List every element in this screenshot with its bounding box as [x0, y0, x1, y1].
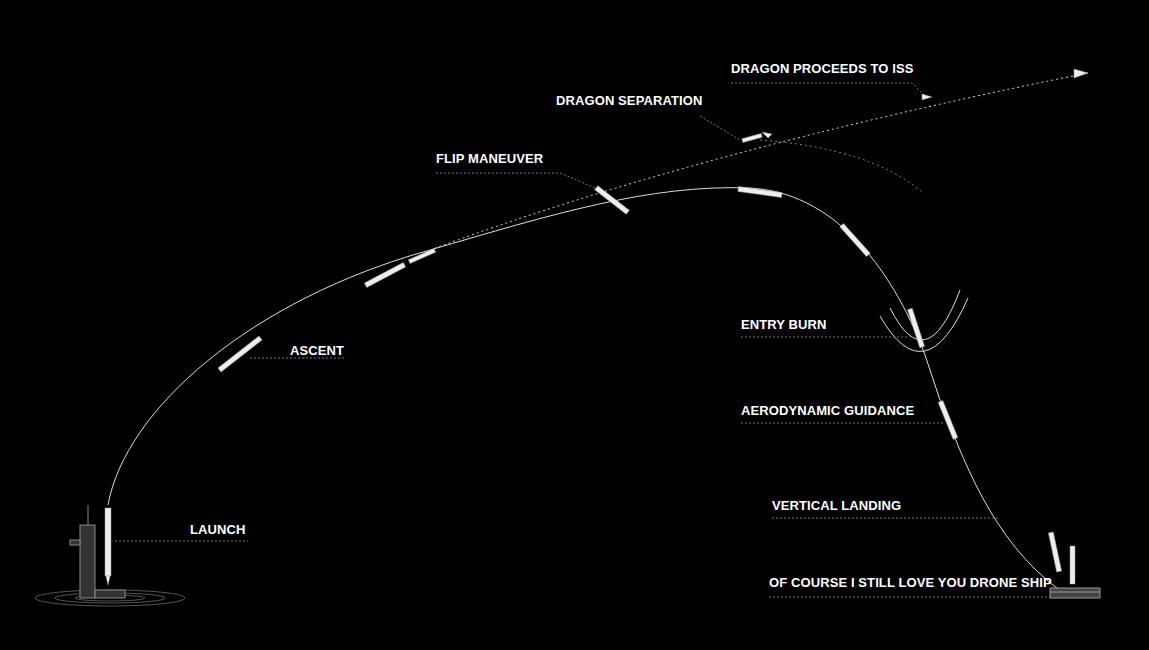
booster — [595, 186, 630, 215]
dragon-capsule — [762, 132, 772, 138]
leader-line — [741, 337, 910, 338]
booster — [1048, 532, 1061, 572]
leader-line — [769, 597, 1052, 598]
second-stage — [742, 133, 762, 142]
launch-tower — [70, 505, 125, 598]
booster — [738, 186, 782, 197]
leader-line — [700, 116, 740, 140]
stage-label: AERODYNAMIC GUIDANCE — [741, 403, 914, 418]
drone-ship — [1050, 588, 1100, 598]
leader-line — [731, 83, 925, 96]
launch-pad-ring — [35, 590, 185, 606]
rocket — [364, 262, 405, 287]
leader-line — [115, 541, 248, 542]
booster-trajectory — [108, 188, 1062, 592]
second-stage-trajectory — [430, 73, 1088, 250]
booster — [938, 401, 958, 440]
leader-line — [772, 518, 1000, 519]
stage-label: FLIP MANEUVER — [436, 151, 543, 166]
stage-label: VERTICAL LANDING — [772, 498, 901, 513]
booster — [840, 223, 870, 256]
rocket — [218, 336, 262, 372]
entry-burn-arc — [880, 298, 968, 351]
stage-label: ASCENT — [290, 343, 344, 358]
dragon-capsule — [922, 94, 932, 100]
booster — [1070, 546, 1075, 584]
stage-label: OF COURSE I STILL LOVE YOU DRONE SHIP — [769, 575, 1052, 590]
rocket — [408, 248, 435, 263]
dragon-capsule — [1074, 69, 1088, 78]
leader-line — [436, 173, 600, 190]
engine-flame — [106, 576, 110, 585]
stage-label: DRAGON SEPARATION — [556, 93, 702, 108]
stage-label: DRAGON PROCEEDS TO ISS — [731, 61, 914, 76]
stage-label: ENTRY BURN — [741, 317, 827, 332]
entry-burn-arc — [890, 290, 960, 340]
orbit-arc — [760, 140, 922, 192]
leader-line — [741, 423, 945, 424]
booster — [907, 308, 924, 348]
stage-label: LAUNCH — [190, 522, 245, 537]
rocket — [105, 508, 111, 576]
